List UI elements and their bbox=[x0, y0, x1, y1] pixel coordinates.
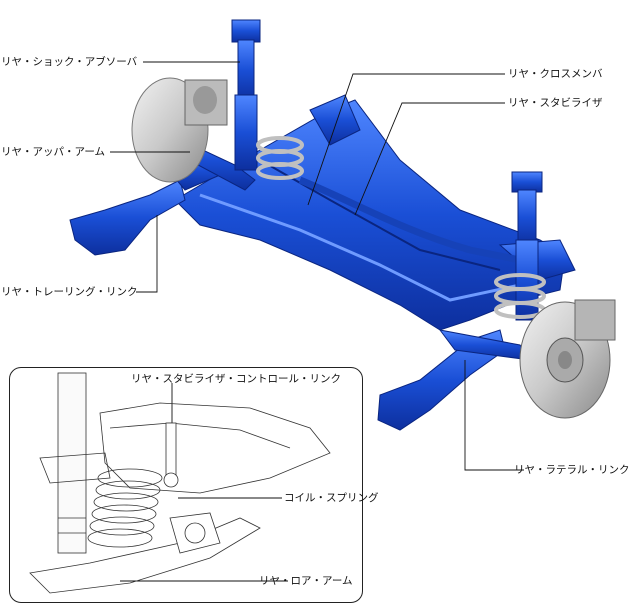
label-rear-crossmember: リヤ・クロスメンバ bbox=[508, 68, 603, 80]
label-rear-shock-absorber: リヤ・ショック・アブソーバ bbox=[1, 56, 138, 68]
left-coil-spring bbox=[256, 136, 304, 180]
label-rear-stabilizer-control-link: リヤ・スタビライザ・コントロール・リンク bbox=[131, 373, 341, 385]
right-brake-disc bbox=[519, 299, 616, 419]
rear-lateral-link-shape bbox=[377, 329, 532, 431]
detail-inset-drawing bbox=[29, 372, 331, 594]
rear-stabilizer-shape bbox=[298, 176, 521, 264]
label-rear-stabilizer: リヤ・スタビライザ bbox=[508, 97, 603, 109]
label-coil-spring: コイル・スプリング bbox=[284, 492, 379, 504]
detail-inset bbox=[9, 367, 363, 603]
right-shock-absorber bbox=[511, 171, 543, 321]
rear-shock-absorber-shape bbox=[231, 19, 261, 171]
label-rear-lower-arm: リヤ・ロア・アーム bbox=[259, 575, 353, 587]
label-rear-lateral-link: リヤ・ラテラル・リンク bbox=[514, 464, 630, 476]
label-rear-upper-arm: リヤ・アッパ・アーム bbox=[1, 146, 106, 158]
left-brake-disc bbox=[131, 77, 228, 183]
label-rear-trailing-link: リヤ・トレーリング・リンク bbox=[1, 286, 138, 298]
leader-lines bbox=[110, 61, 524, 582]
